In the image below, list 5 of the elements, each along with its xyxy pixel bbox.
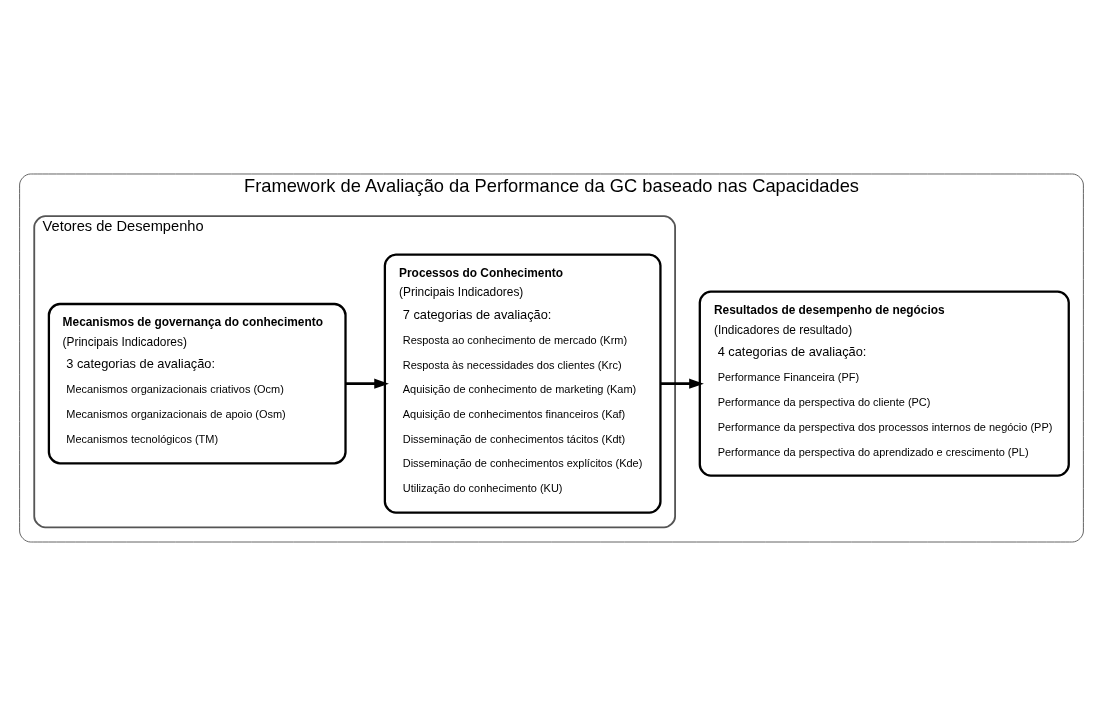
node-box: Processos do Conhecimento (Principais Indicadores) 7 categorias de avaliação: Resposta ao conhecimento de mercado (Krm) Resposta às necessidades dos clientes (Krc) Aquisição de conhecimento de marketing (Kam) Aquisição de conhecimentos financeiros (Kaf) Disseminação de conhecimentos tácitos (Kdt) Disseminação de conhecimentos explícitos (Kde) Utilização do conhecimento (KU) (383, 252, 662, 514)
node-box: Mecanismos de governança do conhecimento (Principais Indicadores) 3 categorias de avaliação: Mecanismos organizacionais criativos (Ocm) Mecanismos organizacionais de apoio (Osm) Mecanismos tecnológicos (TM) (47, 302, 347, 464)
arrow (345, 378, 389, 389)
node-box: Resultados de desempenho de negócios (Indicadores de resultado) 4 categorias de avaliação: Performance Financeira (PF) Performance da perspectiva do cliente (PC) Performance da perspectiva dos processos internos de negócio (PP) Performance da perspectiva do aprendizado e crescimento (PL) (698, 290, 1070, 477)
arrow (660, 378, 704, 389)
